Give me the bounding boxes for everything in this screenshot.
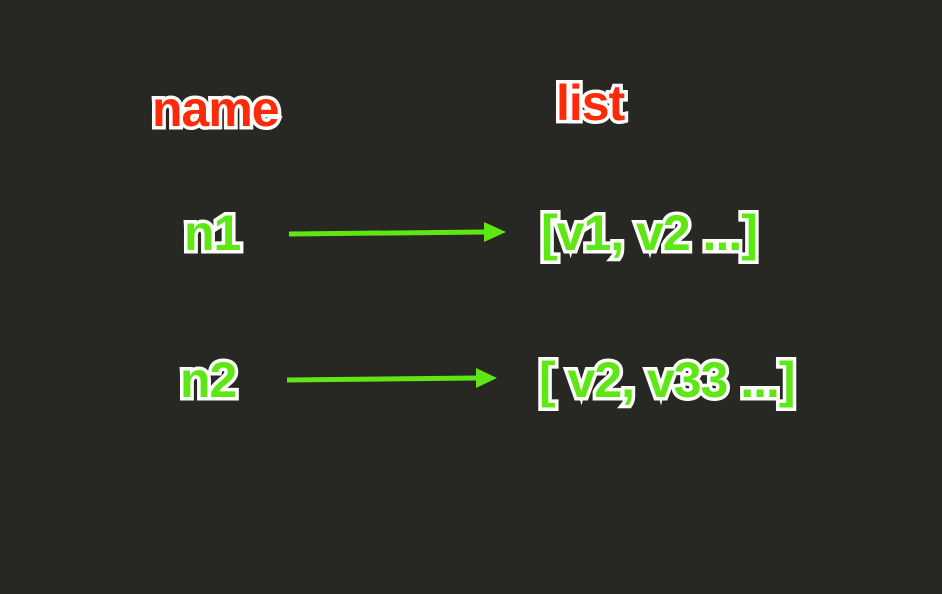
list-column-header: list	[552, 75, 628, 132]
right-arrow-icon	[286, 368, 497, 388]
row-1-name: n1	[180, 205, 244, 262]
right-arrow-icon	[288, 222, 506, 242]
row-1-list: [v1, v2 ...]	[538, 205, 762, 262]
row-2-name: n2	[176, 352, 240, 409]
name-column-header: name	[149, 81, 284, 138]
row-2-list: [ v2, v33 ...]	[536, 352, 800, 409]
